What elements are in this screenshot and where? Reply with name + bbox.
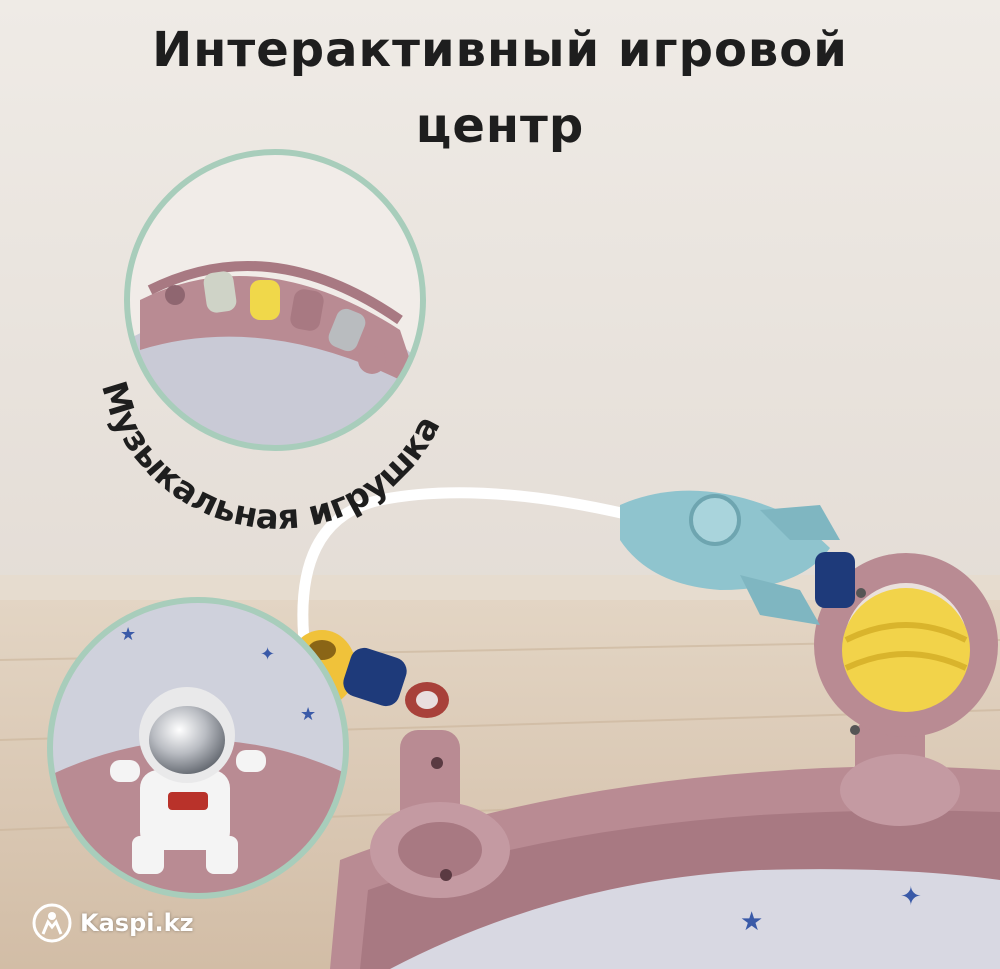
toy-post-left xyxy=(370,682,510,898)
toy-post-right xyxy=(814,553,998,826)
svg-text:✦: ✦ xyxy=(260,644,275,665)
music-toy-callout xyxy=(124,149,426,451)
watermark-text: Kaspi.kz xyxy=(80,909,194,937)
svg-text:✦: ✦ xyxy=(900,882,922,912)
astronaut-callout: ★ ✦ ★ xyxy=(47,597,349,899)
svg-text:★: ★ xyxy=(300,704,316,725)
kaspi-logo-icon xyxy=(32,903,72,943)
bead-wire xyxy=(297,487,636,656)
play-center-frame: ★ ✦ xyxy=(330,766,1000,969)
page-title-line2: центр xyxy=(415,98,585,154)
kaspi-watermark: Kaspi.kz xyxy=(32,903,194,943)
svg-text:★: ★ xyxy=(740,907,763,937)
svg-text:★: ★ xyxy=(120,624,136,645)
astronaut-figure xyxy=(110,687,266,874)
page-title-line1: Интерактивный игровой xyxy=(152,22,848,78)
rocket-toy xyxy=(620,490,855,625)
